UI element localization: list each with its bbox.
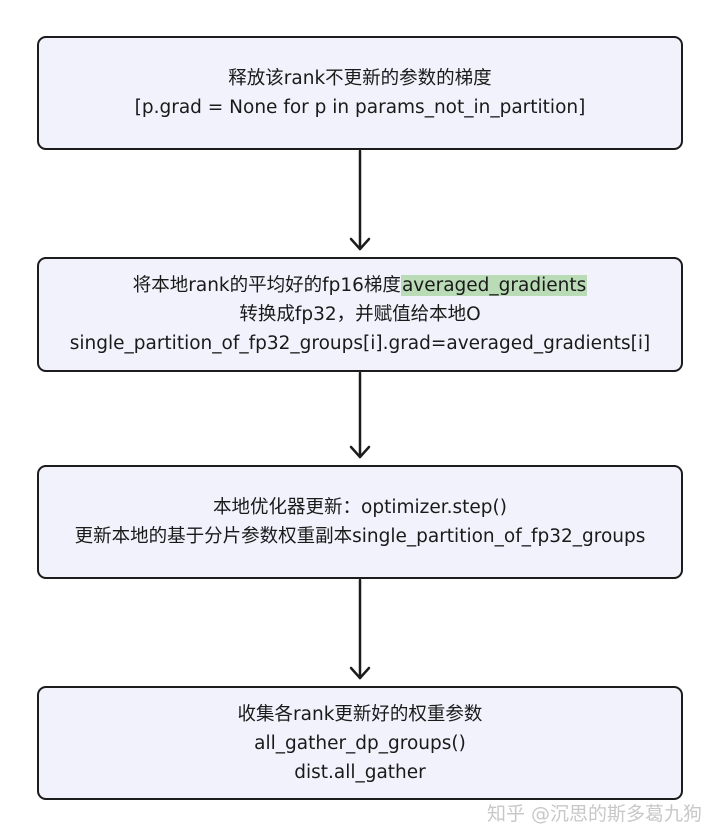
step-1-box: 释放该rank不更新的参数的梯度 [p.grad = None for p in… <box>37 36 683 150</box>
step-1-title: 释放该rank不更新的参数的梯度 <box>228 68 492 89</box>
averaged-gradients-highlight: averaged_gradients <box>400 275 588 296</box>
arrow-3-to-4 <box>349 578 371 680</box>
step-2-code: single_partition_of_fp32_groups[i].grad=… <box>69 333 651 354</box>
watermark: 知乎 @沉思的斯多葛九狗 <box>486 803 702 825</box>
arrow-2-to-3 <box>349 371 371 459</box>
step-2-box: 将本地rank的平均好的fp16梯度averaged_gradients 转换成… <box>37 257 683 372</box>
step-2-title: 将本地rank的平均好的fp16梯度averaged_gradients <box>132 271 588 300</box>
step-2-description: 转换成fp32，并赋值给本地O <box>239 304 481 325</box>
step-3-box: 本地优化器更新：optimizer.step() 更新本地的基于分片参数权重副本… <box>37 465 683 579</box>
step-4-title: 收集各rank更新好的权重参数 <box>237 703 483 725</box>
step-3-title: 本地优化器更新：optimizer.step() <box>213 497 507 518</box>
step-3-description: 更新本地的基于分片参数权重副本single_partition_of_fp32_… <box>74 526 646 547</box>
arrow-1-to-2 <box>349 149 371 251</box>
step-4-code-1: all_gather_dp_groups() <box>254 732 466 754</box>
step-4-box: 收集各rank更新好的权重参数 all_gather_dp_groups() d… <box>37 686 683 800</box>
step-1-code: [p.grad = None for p in params_not_in_pa… <box>134 97 586 118</box>
step-2-title-prefix: 将本地rank的平均好的fp16梯度 <box>132 275 401 296</box>
step-4-code-2: dist.all_gather <box>294 761 426 783</box>
